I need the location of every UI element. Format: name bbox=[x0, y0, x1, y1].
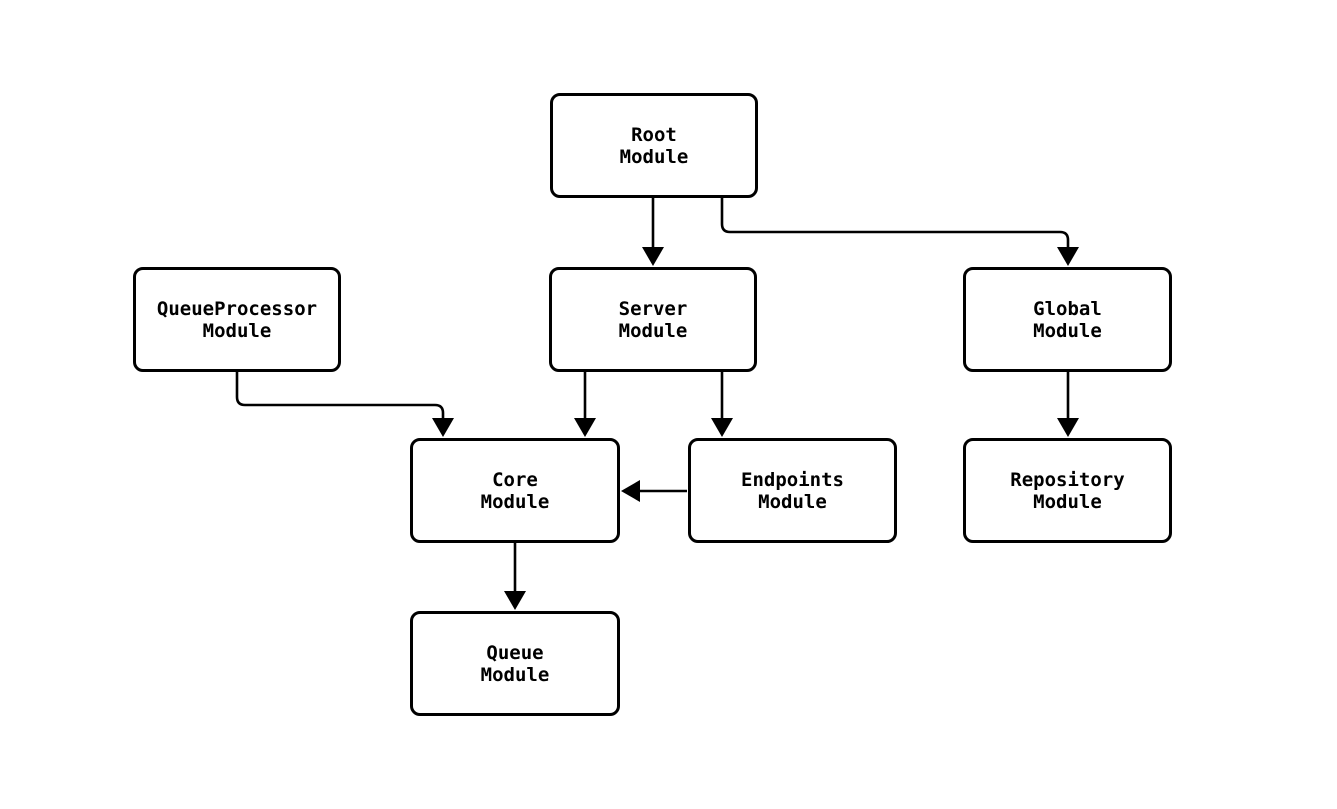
node-global-module: Global Module bbox=[963, 267, 1172, 372]
node-queue-module-label: Queue Module bbox=[480, 641, 550, 686]
edge-server-to-endpoints bbox=[711, 372, 733, 437]
node-queueprocessor-module: QueueProcessor Module bbox=[133, 267, 341, 372]
edge-server-to-core bbox=[574, 372, 596, 437]
node-global-module-label: Global Module bbox=[1033, 297, 1102, 342]
edge-core-to-queue bbox=[504, 543, 526, 610]
edge-queueprocessor-to-core bbox=[235, 372, 454, 437]
edge-root-to-global bbox=[720, 197, 1079, 266]
edge-root-to-server bbox=[642, 197, 664, 266]
node-core-module-label: Core Module bbox=[480, 468, 550, 513]
node-repository-module: Repository Module bbox=[963, 438, 1172, 543]
node-root-module-label: Root Module bbox=[619, 123, 689, 168]
node-core-module: Core Module bbox=[410, 438, 620, 543]
node-queue-module: Queue Module bbox=[410, 611, 620, 716]
node-repository-module-label: Repository Module bbox=[1010, 468, 1125, 513]
node-server-module-label: Server Module bbox=[618, 297, 688, 342]
node-root-module: Root Module bbox=[550, 93, 758, 198]
edge-endpoints-to-core bbox=[621, 480, 687, 502]
edge-global-to-repository bbox=[1057, 372, 1079, 437]
node-queueprocessor-module-label: QueueProcessor Module bbox=[156, 297, 318, 342]
node-endpoints-module: Endpoints Module bbox=[688, 438, 897, 543]
node-endpoints-module-label: Endpoints Module bbox=[741, 468, 844, 513]
node-server-module: Server Module bbox=[549, 267, 757, 372]
